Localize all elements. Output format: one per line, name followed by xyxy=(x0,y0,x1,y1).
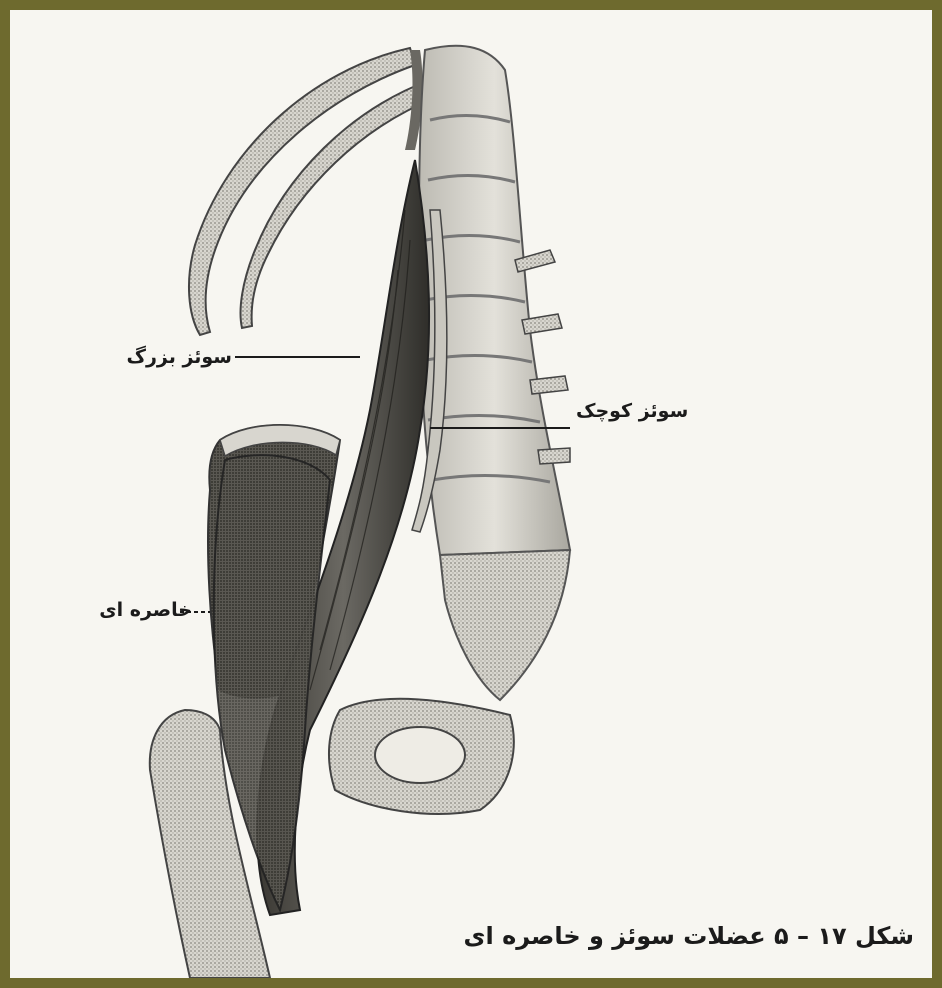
figure-panel: سوئز بزرگ سوئز کوچک خاصره ای شکل ۱۷ – ۵ … xyxy=(10,10,932,978)
pelvic-floor-bones xyxy=(329,699,514,814)
psoas-iliacus-anatomy-illustration xyxy=(10,10,932,978)
label-psoas-major: سوئز بزرگ xyxy=(126,346,232,368)
sacrum xyxy=(440,550,570,700)
label-psoas-minor: سوئز کوچک xyxy=(576,400,688,422)
figure-caption: شکل ۱۷ – ۵ عضلات سوئز و خاصره ای xyxy=(372,922,914,950)
label-iliacus: خاصره ای xyxy=(99,599,192,621)
